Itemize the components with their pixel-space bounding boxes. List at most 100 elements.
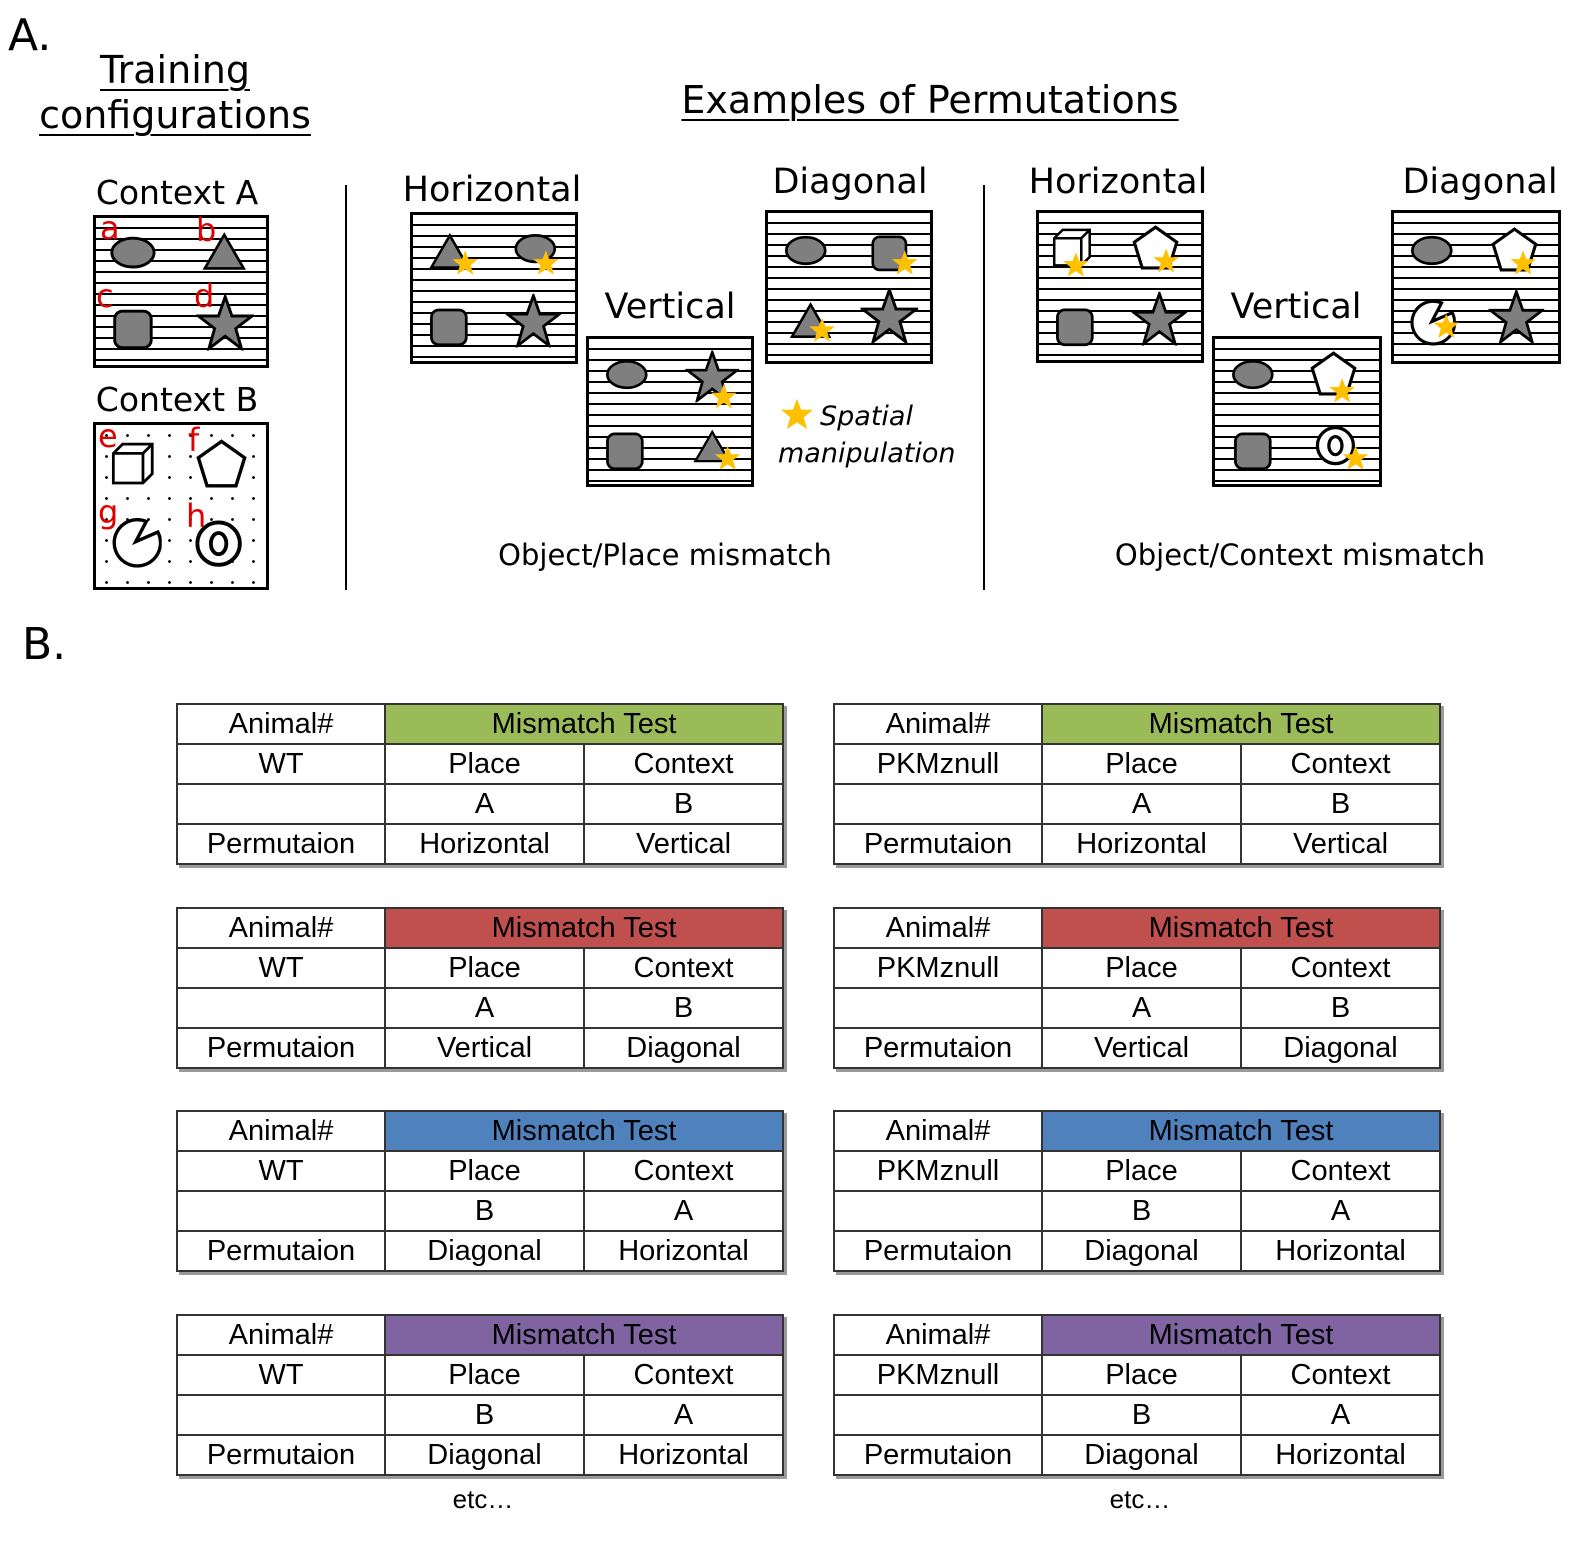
pacman-object [112, 517, 162, 568]
place-column-header: Place [384, 947, 585, 989]
context-permutation-cell: Diagonal [1239, 1027, 1442, 1069]
table-row: Animal#Mismatch Test [833, 703, 1442, 745]
context-column-header: Context [1239, 1354, 1442, 1396]
genotype-cell: PKMznull [833, 947, 1043, 989]
place-column-header: Place [384, 1150, 585, 1192]
table-row: Animal#Mismatch Test [833, 1314, 1442, 1356]
permutation-label-cell: Permutaion [176, 1434, 386, 1476]
animal-header-cell: Animal# [176, 907, 386, 949]
permutations-title: Examples of Permutations [681, 78, 1179, 122]
table-row: Animal#Mismatch Test [176, 703, 785, 745]
letter-h: h [186, 497, 207, 535]
letter-g: g [98, 493, 119, 531]
square-object [113, 309, 153, 350]
place-column-header: Place [1041, 1150, 1242, 1192]
place-column-header: Place [1041, 1354, 1242, 1396]
permutation-label-cell: Permutaion [833, 823, 1043, 865]
divider-left [345, 185, 347, 590]
context-a-label: Context A [95, 173, 259, 212]
context-permutation-cell: Horizontal [1239, 1434, 1442, 1476]
genotype-cell: PKMznull [833, 1150, 1043, 1192]
table-row: Animal#Mismatch Test [833, 1110, 1442, 1152]
table-row: Animal#Mismatch Test [176, 1314, 785, 1356]
empty-cell [833, 1394, 1043, 1436]
animal-header-cell: Animal# [176, 1110, 386, 1152]
context-horizontal-arena [1036, 210, 1204, 363]
pentagon-object [196, 439, 247, 488]
place-permutation-cell: Vertical [384, 1027, 585, 1069]
table-row: Animal#Mismatch Test [176, 907, 785, 949]
place-diagonal-arena [765, 210, 933, 364]
context-context-cell: A [582, 1190, 785, 1232]
place-permutation-cell: Diagonal [384, 1230, 585, 1272]
empty-cell [833, 987, 1043, 1029]
context-context-cell: A [1239, 1394, 1442, 1436]
permutation-label-cell: Permutaion [833, 1027, 1043, 1069]
object-place-mismatch-caption: Object/Place mismatch [498, 538, 832, 572]
context-column-header: Context [1239, 947, 1442, 989]
context-permutation-cell: Vertical [1239, 823, 1442, 865]
place-column-header: Place [1041, 947, 1242, 989]
place-context-cell: A [1041, 783, 1242, 825]
place-context-cell: B [384, 1190, 585, 1232]
object-context-mismatch-caption: Object/Context mismatch [1114, 538, 1486, 572]
context-context-cell: B [582, 783, 785, 825]
genotype-cell: WT [176, 1150, 386, 1192]
genotype-cell: PKMznull [833, 743, 1043, 785]
place-context-cell: B [1041, 1394, 1242, 1436]
context-permutation-cell: Vertical [582, 823, 785, 865]
letter-b: b [196, 211, 217, 249]
mismatch-test-header: Mismatch Test [383, 907, 785, 949]
mismatch-test-header: Mismatch Test [383, 703, 785, 745]
training-configurations-title: Training configurations [20, 48, 330, 138]
mismatch-test-header: Mismatch Test [1040, 1314, 1442, 1356]
context-permutation-cell: Horizontal [582, 1434, 785, 1476]
context-b-label: Context B [95, 380, 259, 419]
place-column-header: Place [1041, 743, 1242, 785]
context-column-header: Context [1239, 743, 1442, 785]
animal-header-cell: Animal# [833, 907, 1043, 949]
place-permutation-cell: Horizontal [1041, 823, 1242, 865]
letter-a: a [100, 209, 120, 247]
place-context-cell: B [384, 1394, 585, 1436]
place-horizontal-label: Horizontal [402, 170, 582, 210]
mismatch-test-header: Mismatch Test [383, 1110, 785, 1152]
context-permutation-cell: Horizontal [582, 1230, 785, 1272]
context-a-objects [110, 233, 254, 351]
letter-e: e [98, 417, 118, 455]
permutation-label-cell: Permutaion [833, 1434, 1043, 1476]
place-vertical-label: Vertical [604, 287, 736, 327]
table-row: Animal#Mismatch Test [833, 907, 1442, 949]
letter-f: f [188, 421, 200, 459]
letter-c: c [96, 277, 114, 315]
context-diagonal-arena [1391, 210, 1561, 364]
context-column-header: Context [1239, 1150, 1442, 1192]
empty-cell [176, 783, 386, 825]
context-column-header: Context [582, 743, 785, 785]
panel-a-label: A. [8, 10, 52, 61]
context-horizontal-label: Horizontal [1028, 162, 1208, 202]
genotype-cell: WT [176, 1354, 386, 1396]
table-row: Animal#Mismatch Test [176, 1110, 785, 1152]
mismatch-test-header: Mismatch Test [1040, 907, 1442, 949]
place-permutation-cell: Diagonal [384, 1434, 585, 1476]
context-column-header: Context [582, 1150, 785, 1192]
mismatch-test-header: Mismatch Test [1040, 1110, 1442, 1152]
place-column-header: Place [384, 1354, 585, 1396]
